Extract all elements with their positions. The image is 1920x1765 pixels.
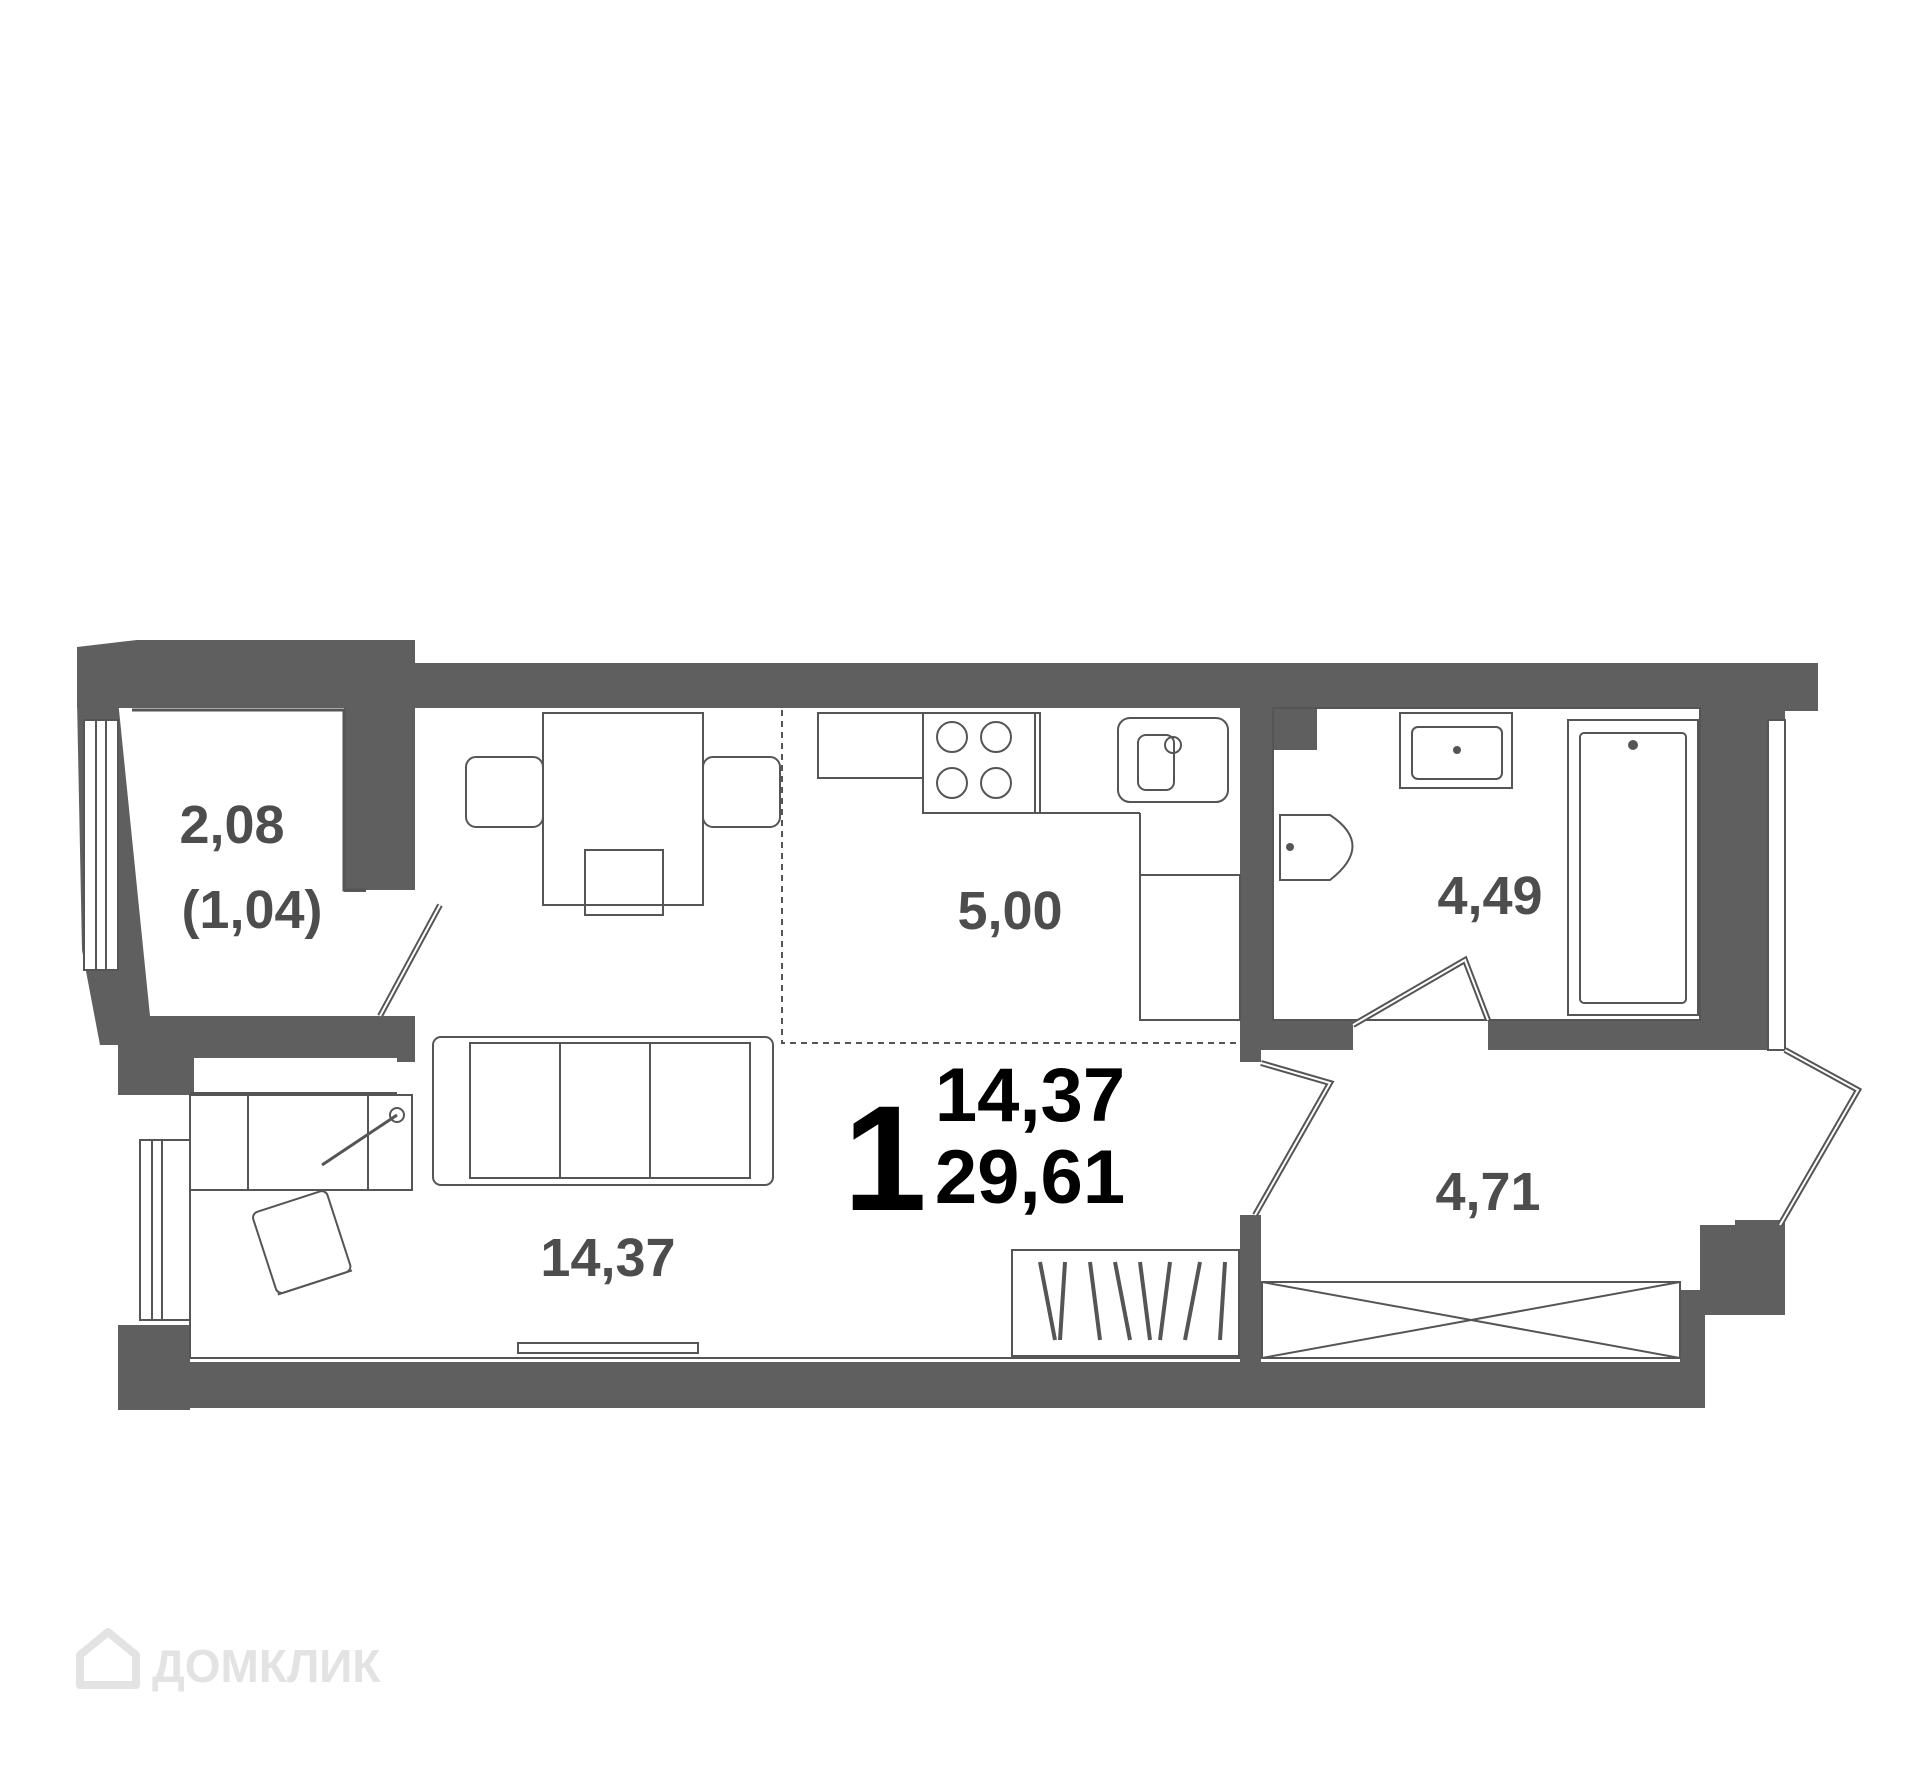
wall-balcony-column bbox=[344, 700, 415, 890]
chair-right bbox=[702, 756, 781, 828]
room-labels: 2,08 (1,04) 5,00 4,49 14,37 4,71 bbox=[179, 795, 1542, 1288]
wall-right-step bbox=[1700, 1225, 1735, 1315]
watermark: ДОМКЛИК bbox=[76, 1628, 381, 1692]
living-area-label: 14,37 bbox=[540, 1228, 675, 1288]
wall-kitchen-bath bbox=[1240, 700, 1261, 1062]
balcony-window bbox=[83, 719, 119, 971]
wardrobe bbox=[1011, 1249, 1240, 1357]
hangers bbox=[1038, 1261, 1227, 1341]
wall-bath-column bbox=[1261, 708, 1273, 1048]
kitchen-zone-boundary bbox=[781, 710, 1240, 1044]
kitchen-cabinet bbox=[817, 712, 924, 779]
rooms-count: 1 bbox=[843, 1074, 926, 1242]
living-window bbox=[139, 1139, 191, 1321]
wall-right-lower bbox=[1735, 1220, 1785, 1315]
watermark-text: ДОМКЛИК bbox=[152, 1640, 381, 1692]
washbasin bbox=[1399, 712, 1513, 789]
fridge bbox=[1139, 874, 1241, 1021]
sofa bbox=[432, 1036, 774, 1186]
kitchen-sink bbox=[1117, 717, 1229, 803]
bathroom-area-label: 4,49 bbox=[1437, 866, 1542, 926]
entrance-door bbox=[1777, 1047, 1863, 1227]
wall-bath-bottom-left bbox=[1261, 1020, 1353, 1050]
toilet bbox=[1279, 814, 1354, 881]
wall-bottom bbox=[118, 1290, 1705, 1408]
wall-left-pier bbox=[118, 1040, 194, 1095]
hall-storage bbox=[1261, 1281, 1681, 1359]
hall-area-label: 4,71 bbox=[1435, 1162, 1540, 1222]
wall-hall-divider bbox=[1240, 1215, 1261, 1365]
kitchen-area-label: 5,00 bbox=[957, 881, 1062, 941]
house-icon bbox=[76, 1628, 140, 1689]
balcony-reduced-area-label: (1,04) bbox=[181, 880, 322, 940]
wall-living-left bbox=[397, 1016, 415, 1062]
bathtub bbox=[1567, 719, 1699, 1016]
doors bbox=[377, 903, 1863, 1354]
dining-table bbox=[542, 712, 704, 906]
desk bbox=[189, 1094, 413, 1191]
summary-living-area: 14,37 bbox=[935, 1053, 1125, 1138]
chair-bottom bbox=[584, 849, 664, 916]
office-chair bbox=[252, 1190, 353, 1296]
walls bbox=[77, 640, 1818, 1410]
sofa-seat bbox=[469, 1042, 751, 1179]
bathroom-outline bbox=[1272, 707, 1701, 1021]
balcony-area-label: 2,08 bbox=[179, 795, 284, 855]
summary: 1 14,37 29,61 bbox=[843, 1053, 1125, 1242]
balcony-outline bbox=[132, 708, 366, 892]
summary-total-area: 29,61 bbox=[935, 1135, 1125, 1220]
right-window bbox=[1767, 719, 1786, 1051]
chair-left bbox=[465, 756, 544, 828]
windows bbox=[83, 719, 1786, 1321]
furniture bbox=[189, 712, 1699, 1357]
hall-storage-diag-2 bbox=[1261, 1281, 1681, 1359]
desk-lamp bbox=[389, 1107, 405, 1123]
hall-door bbox=[1252, 1060, 1335, 1217]
wall-top bbox=[77, 640, 1818, 711]
shelf bbox=[517, 1342, 699, 1354]
